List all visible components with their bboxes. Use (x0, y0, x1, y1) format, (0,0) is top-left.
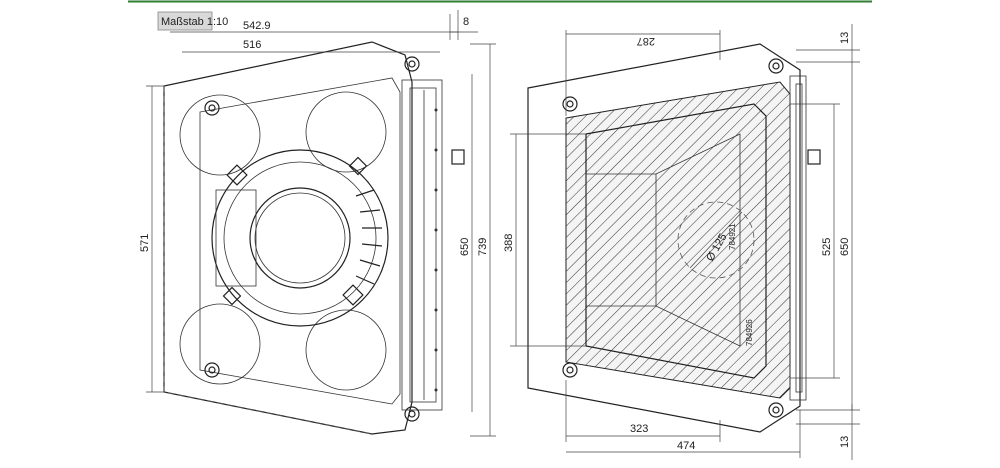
dim-474: 474 (566, 410, 801, 458)
dim-13-top-label: 13 (839, 32, 851, 44)
dim-542-9: 542.9 (170, 10, 459, 40)
dim-650-left-label: 650 (459, 238, 471, 256)
right-brackets (562, 58, 784, 418)
left-outer-plate (163, 41, 413, 435)
dim-13-bottom: 13 (796, 404, 860, 460)
dim-13-bottom-label: 13 (839, 436, 851, 448)
left-circle-tl (179, 94, 261, 176)
dim-525-label: 525 (821, 238, 833, 256)
right-flue-circle (677, 201, 755, 279)
left-flue-outer (211, 149, 389, 327)
right-outer-frame (527, 43, 801, 433)
dim-525: 525 (790, 103, 840, 379)
dim-287: 287 (565, 30, 721, 116)
dim-571: 571 (139, 85, 166, 393)
scale-label: Maßstab 1:10 (161, 16, 228, 28)
scale-box: Maßstab 1:10 (157, 11, 228, 31)
right-lining-outer (565, 81, 791, 399)
dim-516-label: 516 (243, 39, 261, 51)
dim-650-right: 650 (839, 70, 853, 410)
dim-388: 388 (503, 133, 586, 347)
left-flue-slits (355, 189, 383, 285)
right-handle (807, 149, 821, 165)
dim-650-right-label: 650 (839, 238, 851, 256)
left-flue-core (254, 192, 346, 284)
dim-516: 516 (182, 39, 440, 53)
dim-8: 8 (449, 14, 478, 40)
right-side-rail-inner (795, 83, 803, 393)
dim-388-label: 388 (503, 234, 515, 252)
left-collar (215, 189, 257, 287)
dim-287-label: 287 (637, 35, 655, 47)
left-circle-tr (305, 91, 387, 173)
left-handle (451, 149, 465, 165)
left-view: 542.9 8 516 571 650 739 (139, 10, 496, 437)
dim-323: 323 (565, 380, 721, 442)
dim-8-label: 8 (463, 16, 469, 28)
dim-542-9-label: 542.9 (243, 20, 271, 32)
left-circle-br (305, 309, 387, 391)
dim-323-label: 323 (630, 423, 648, 435)
dim-571-label: 571 (139, 234, 151, 252)
left-flue-mid (223, 161, 377, 315)
dim-474-label: 474 (677, 440, 695, 452)
dim-13-top: 13 (796, 24, 860, 70)
left-side-holes (434, 108, 438, 392)
left-brackets (204, 56, 420, 422)
left-side-frame (401, 79, 443, 411)
right-side-rail (789, 75, 807, 401)
left-side-frame-inner (409, 87, 437, 403)
left-circle-bl (179, 303, 261, 385)
right-part-a-label: 784921 (728, 223, 737, 250)
left-flue-inner (249, 187, 351, 289)
right-view: Ø 125 784921 784926 287 13 (503, 24, 860, 460)
dim-739-label: 739 (477, 238, 489, 256)
dim-739: 739 (470, 43, 496, 437)
right-part-b-label: 784926 (745, 319, 754, 346)
right-flue-diameter-line (689, 211, 743, 269)
dim-650-left: 650 (459, 74, 473, 412)
left-inner-panel (199, 77, 401, 405)
